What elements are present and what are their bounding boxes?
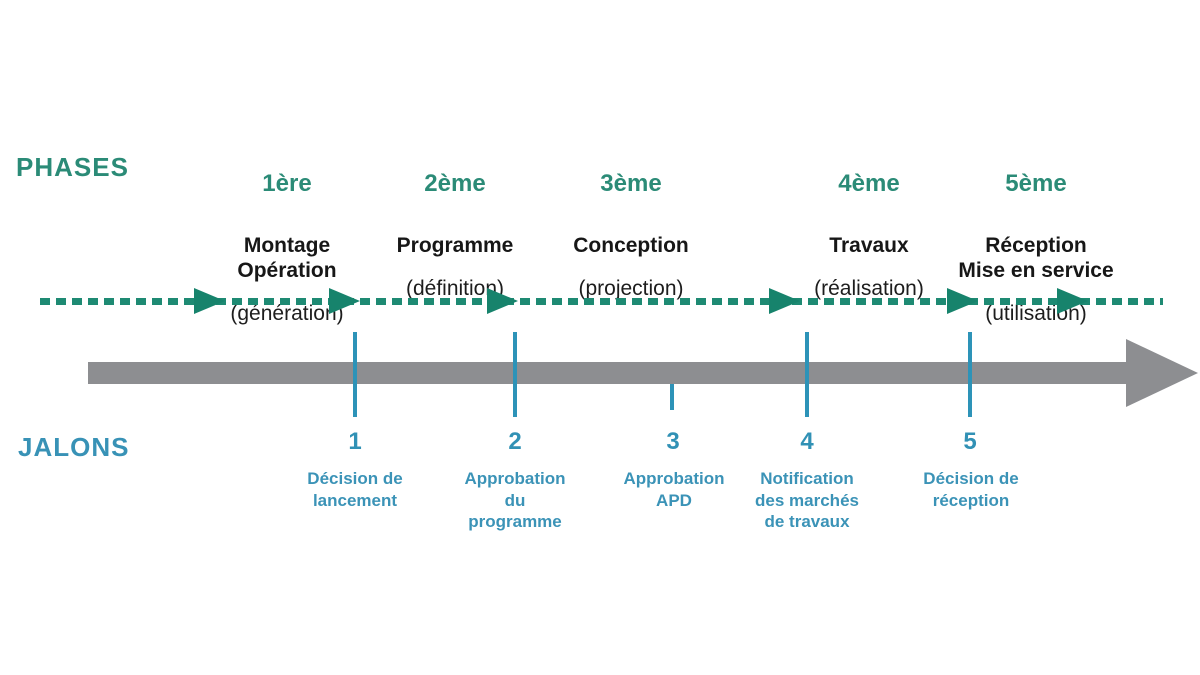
phase-3: 3ème Conception (projection) — [573, 152, 689, 319]
phase-flow-dashed-line — [40, 298, 1163, 305]
milestone-2-label: Approbation du programme — [464, 469, 566, 531]
milestone-5-tick — [968, 332, 972, 417]
milestone-1-label: Décision de lancement — [307, 469, 403, 510]
milestone-5-number: 5 — [963, 428, 977, 455]
phase-3-ordinal: 3ème — [600, 170, 662, 197]
milestone-2-number: 2 — [508, 428, 522, 455]
phase-2-subtitle: (définition) — [405, 277, 505, 300]
milestone-4-tick — [805, 332, 809, 417]
milestone-4-label: Notification des marchés de travaux — [755, 469, 859, 531]
phase-flow-arrowhead-icon — [329, 288, 360, 314]
milestone-1-tick — [353, 332, 357, 417]
phase-3-subtitle: (projection) — [578, 277, 684, 300]
milestone-3-tick — [670, 384, 674, 410]
timeline-arrowhead-icon — [1126, 339, 1198, 407]
phase-4-title: Travaux — [829, 234, 909, 257]
phase-1-ordinal: 1ère — [262, 170, 312, 197]
phase-flow-arrowhead-icon — [194, 288, 225, 314]
phase-flow-arrowhead-icon — [947, 288, 978, 314]
milestone-4-number: 4 — [800, 428, 814, 455]
phase-1-subtitle: (génération) — [230, 302, 344, 325]
phase-4-ordinal: 4ème — [838, 170, 900, 197]
milestone-2-tick — [513, 332, 517, 417]
phase-4: 4ème Travaux (réalisation) — [814, 152, 924, 319]
phase-5: 5ème Réception Mise en service (utilisat… — [958, 152, 1113, 344]
phase-flow-arrowhead-icon — [769, 288, 800, 314]
milestone-3-number: 3 — [666, 428, 680, 455]
phase-2: 2ème Programme (définition) — [397, 152, 514, 319]
phase-flow-arrowhead-icon — [1057, 288, 1088, 314]
phase-2-ordinal: 2ème — [424, 170, 486, 197]
milestone-3-label: Approbation APD — [623, 469, 725, 510]
phase-1: 1ère Montage Opération (génération) — [230, 152, 343, 344]
milestone-1-number: 1 — [348, 428, 362, 455]
phase-4-subtitle: (réalisation) — [814, 277, 924, 300]
milestone-5-label: Décision de réception — [923, 469, 1019, 510]
phase-flow-arrowhead-icon — [487, 288, 518, 314]
phase-1-title: Montage Opération — [237, 234, 337, 282]
timeline-arrow-body — [88, 362, 1126, 384]
phase-3-title: Conception — [573, 234, 689, 257]
jalons-row-label: JALONS — [18, 432, 130, 462]
phase-5-ordinal: 5ème — [1005, 170, 1067, 197]
phase-2-title: Programme — [396, 234, 514, 257]
phases-row-label: PHASES — [16, 152, 129, 182]
phase-5-title: Réception Mise en service — [958, 234, 1114, 282]
